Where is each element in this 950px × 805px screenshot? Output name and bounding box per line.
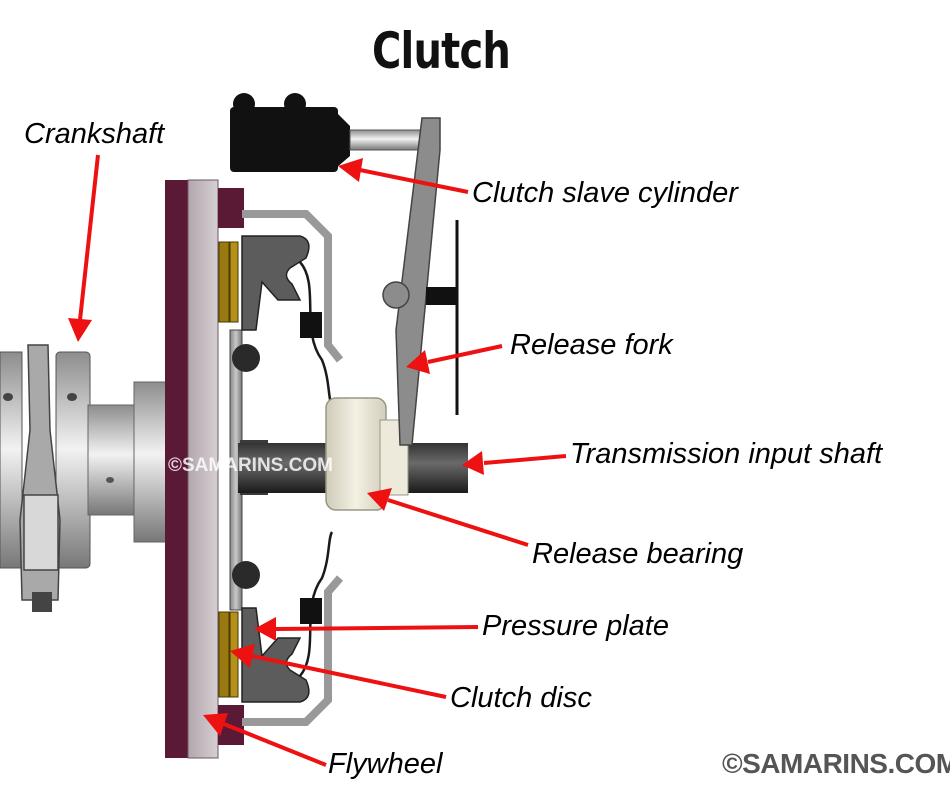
pivot-ring-bottom (300, 598, 322, 624)
arrow-pressure-plate (275, 625, 479, 631)
arrowhead-pressure-plate (254, 617, 276, 641)
arrow-slave-cylinder (359, 168, 469, 194)
crankshaft-part (0, 344, 167, 612)
label-pressure-plate: Pressure plate (482, 610, 669, 642)
arrowhead-slave-cylinder (338, 158, 363, 182)
arrowhead-clutch-disc (230, 644, 255, 668)
diagram-title: Clutch (372, 22, 511, 80)
release-fork-part (382, 117, 459, 446)
flywheel-part (165, 179, 244, 759)
clutch-cover (242, 210, 344, 726)
arrowhead-crankshaft (68, 318, 92, 342)
arrow-crankshaft (78, 154, 100, 321)
diaphragm-spring (299, 261, 334, 677)
watermark-center: ©SAMARINS.COM (168, 455, 333, 476)
arrow-flywheel (223, 722, 327, 767)
arrowhead-release-bearing (367, 488, 392, 511)
arrowhead-flywheel (203, 713, 228, 736)
label-release-fork: Release fork (510, 329, 673, 361)
label-clutch-slave-cylinder: Clutch slave cylinder (472, 177, 738, 209)
pivot-ring-top (300, 312, 322, 338)
label-flywheel: Flywheel (328, 748, 443, 780)
arrowhead-release-fork (406, 350, 430, 374)
arrow-input-shaft (483, 454, 567, 465)
label-clutch-disc: Clutch disc (450, 682, 592, 714)
arrowhead-input-shaft (462, 451, 484, 475)
release-bearing-part (325, 397, 409, 511)
arrow-release-fork (427, 344, 503, 364)
arrow-release-bearing (387, 498, 529, 547)
label-crankshaft: Crankshaft (24, 118, 165, 150)
watermark-main: ©SAMARINS.COM (722, 748, 950, 779)
callout-arrows (68, 154, 567, 767)
arrow-clutch-disc (251, 654, 447, 699)
label-release-bearing: Release bearing (532, 538, 744, 570)
label-transmission-input-shaft: Transmission input shaft (570, 438, 883, 470)
slave-cylinder-part (230, 93, 433, 172)
